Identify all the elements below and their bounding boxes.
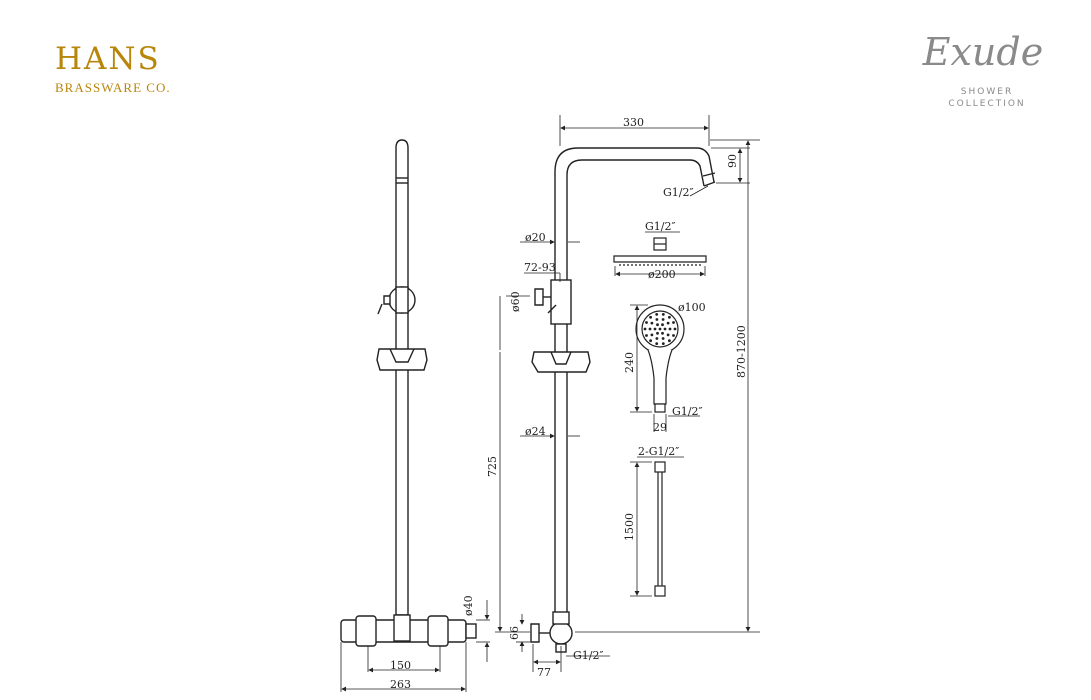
brand-logo: HANS BRASSWARE CO. bbox=[55, 42, 171, 96]
nozzle-dot bbox=[668, 327, 672, 331]
head-dia-label: ø200 bbox=[648, 268, 676, 281]
nozzle-dot bbox=[650, 321, 654, 325]
arm-thread-label: G1/2″ bbox=[663, 186, 694, 199]
side-view bbox=[340, 139, 477, 647]
nozzle-dot bbox=[645, 334, 648, 337]
hand-shower bbox=[635, 304, 685, 413]
nozzle-dot bbox=[650, 333, 654, 337]
inlet-thread-label: G1/2″ bbox=[573, 649, 604, 662]
nozzle-dot bbox=[672, 334, 675, 337]
nozzle-dot bbox=[648, 327, 652, 331]
hand-length-label: 240 bbox=[623, 352, 636, 373]
nozzle-dot bbox=[655, 318, 659, 321]
hand-shower-nozzles bbox=[643, 313, 677, 345]
nozzle-dot bbox=[658, 327, 662, 331]
collection-line1: SHOWER bbox=[960, 87, 1014, 97]
nozzle-dot bbox=[668, 315, 671, 319]
nozzle-dot bbox=[649, 339, 652, 343]
brand-name: HANS bbox=[55, 41, 161, 77]
nozzle-dot bbox=[655, 337, 659, 340]
nozzle-dot bbox=[649, 315, 652, 319]
nozzle-dot bbox=[661, 342, 665, 345]
nozzle-dot bbox=[666, 333, 670, 337]
head-thread-label: G1/2″ bbox=[645, 220, 676, 233]
rod-low-dia-label: ø24 bbox=[525, 425, 546, 438]
nozzle-dot bbox=[672, 321, 675, 324]
nozzle-dot bbox=[668, 339, 671, 343]
front-view bbox=[530, 147, 716, 653]
valve-height-label: ø40 bbox=[462, 595, 475, 616]
shower-head bbox=[613, 237, 707, 266]
nozzle-dot bbox=[656, 323, 659, 327]
front-view-dimensions bbox=[495, 115, 760, 672]
arm-width-label: 330 bbox=[623, 116, 644, 129]
nozzle-dot bbox=[663, 327, 667, 331]
collection-name: Exude bbox=[922, 30, 1044, 74]
hand-thread-label: G1/2″ bbox=[672, 405, 703, 418]
nozzle-dot bbox=[656, 331, 659, 335]
nozzle-dot bbox=[643, 327, 647, 331]
valve-width-label: 263 bbox=[390, 678, 411, 691]
inlet-height-label: 66 bbox=[508, 626, 521, 640]
valve-centres-label: 150 bbox=[390, 659, 411, 672]
nozzle-dot bbox=[655, 342, 659, 345]
side-view-dimensions bbox=[340, 600, 490, 692]
collection-line2: COLLECTION bbox=[948, 99, 1026, 109]
rail-height-label: 725 bbox=[486, 456, 499, 477]
nozzle-dot bbox=[655, 313, 659, 316]
shower-hose bbox=[654, 461, 666, 597]
hose-threads-label: 2-G1/2″ bbox=[638, 445, 679, 458]
inlet-offset-label: 77 bbox=[537, 666, 551, 679]
hand-dia-label: ø100 bbox=[678, 301, 706, 314]
nozzle-dot bbox=[661, 318, 665, 321]
total-height-label: 870-1200 bbox=[735, 325, 748, 378]
collection-logo: Exude SHOWER COLLECTION bbox=[918, 18, 1048, 110]
nozzle-dot bbox=[666, 321, 670, 325]
nozzle-dot bbox=[673, 327, 677, 331]
nozzle-dot bbox=[653, 327, 657, 331]
rod-adjust-label: 72-93 bbox=[524, 261, 556, 274]
hand-base-label: 29 bbox=[653, 421, 667, 434]
nozzle-dot bbox=[661, 323, 664, 327]
rod-top-dia-label: ø20 bbox=[525, 231, 546, 244]
bracket-dia-label: ø60 bbox=[509, 291, 522, 312]
arm-drop-label: 90 bbox=[726, 154, 739, 168]
hose-length-label: 1500 bbox=[623, 513, 636, 541]
nozzle-dot bbox=[661, 337, 665, 340]
brand-subtitle: BRASSWARE CO. bbox=[55, 80, 171, 95]
nozzle-dot bbox=[645, 321, 648, 324]
nozzle-dot bbox=[661, 313, 665, 316]
nozzle-dot bbox=[661, 331, 664, 335]
